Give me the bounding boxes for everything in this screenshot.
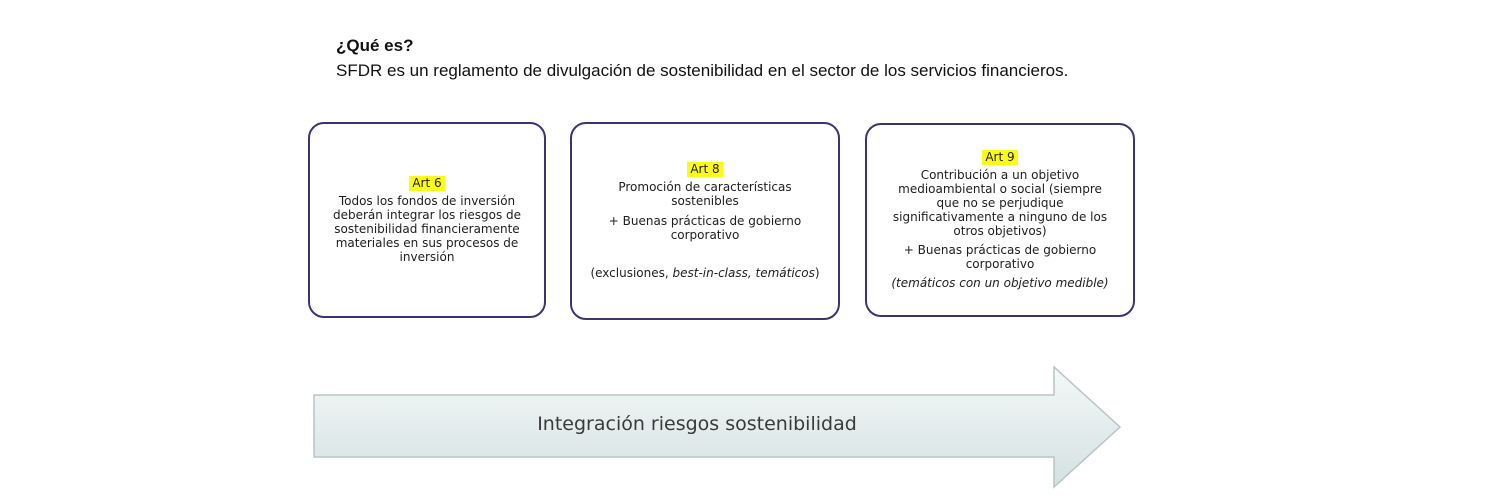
card-art9-note: (temáticos con un objetivo medible) bbox=[891, 276, 1109, 290]
card-art8-note: (exclusiones, best-in-class, temáticos) bbox=[590, 266, 819, 280]
card-art6-tag: Art 6 bbox=[409, 176, 445, 191]
card-art6: Art 6 Todos los fondos de inversión debe… bbox=[308, 122, 546, 318]
card-art6-text: Todos los fondos de inversión deberán in… bbox=[332, 194, 522, 264]
intro-text: SFDR es un reglamento de divulgación de … bbox=[336, 61, 1069, 80]
intro-section: ¿Qué es? SFDR es un reglamento de divulg… bbox=[336, 36, 1296, 82]
arrow-body bbox=[313, 365, 1122, 489]
card-art8-tag: Art 8 bbox=[687, 162, 723, 177]
arrow-label: Integración riesgos sostenibilidad bbox=[537, 413, 857, 435]
card-art8-line1: Promoción de características sostenibles bbox=[618, 180, 792, 208]
card-art8-line2: + Buenas prácticas de gobierno corporati… bbox=[608, 214, 802, 242]
arrow-shape bbox=[313, 365, 1122, 489]
card-art8-note-suffix: ) bbox=[814, 266, 820, 280]
card-art9-line2: + Buenas prácticas de gobierno corporati… bbox=[903, 243, 1097, 271]
card-art8: Art 8 Promoción de características soste… bbox=[570, 122, 840, 320]
card-art9-tag: Art 9 bbox=[982, 150, 1018, 165]
card-art8-note-prefix: (exclusiones, bbox=[590, 266, 673, 280]
card-art8-note-italic: best-in-class, temáticos bbox=[672, 266, 815, 280]
card-art9: Art 9 Contribución a un objetivo medioam… bbox=[865, 123, 1135, 317]
intro-heading: ¿Qué es? bbox=[336, 36, 414, 55]
sustainability-arrow: Integración riesgos sostenibilidad bbox=[312, 365, 1124, 489]
card-art9-line1: Contribución a un objetivo medioambienta… bbox=[892, 168, 1108, 238]
